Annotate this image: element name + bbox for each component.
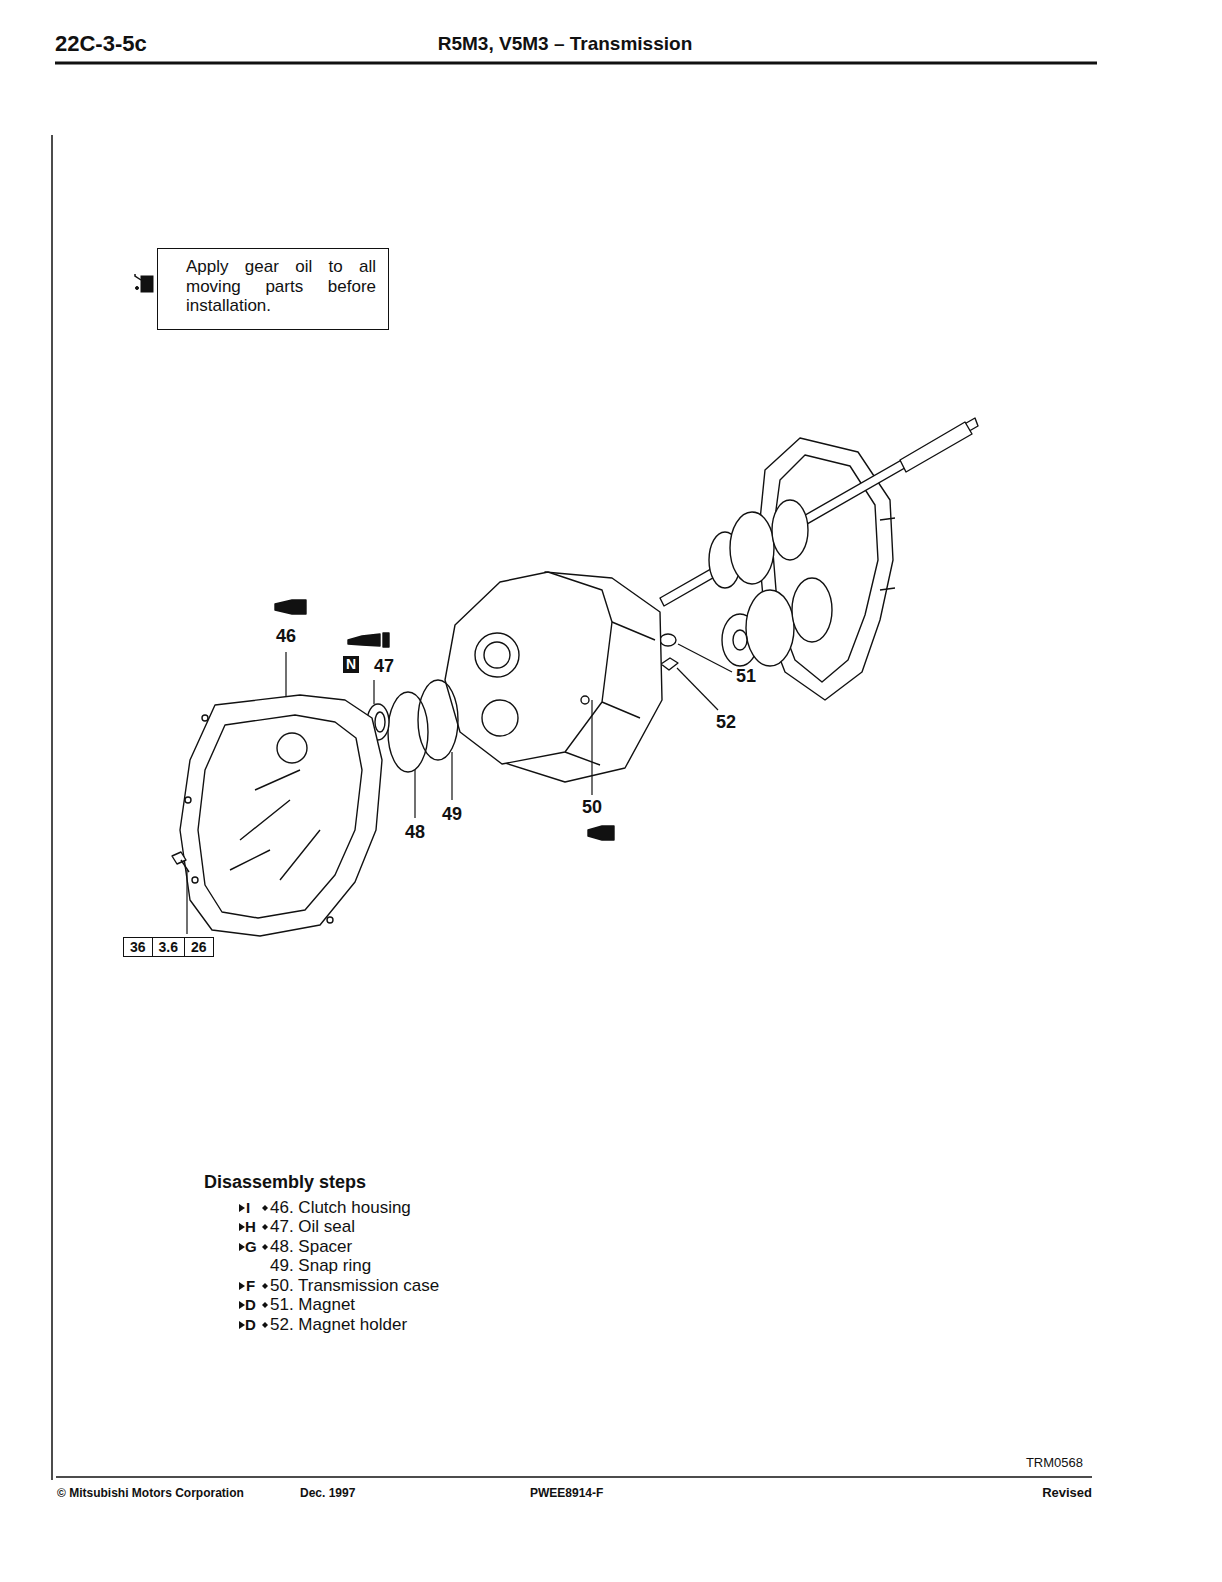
- figure-code: TRM0568: [1026, 1456, 1083, 1471]
- page-title: R5M3, V5M3 – Transmission: [438, 33, 693, 55]
- note-box: Apply gear oil to all moving parts befor…: [157, 248, 389, 330]
- step-marker: D: [245, 1316, 256, 1333]
- step-marker: D: [245, 1296, 256, 1313]
- magnet: [660, 634, 676, 646]
- transmission-case: [445, 572, 662, 782]
- step-item: 50. Transmission case: [270, 1276, 439, 1296]
- clutch-housing: [180, 695, 382, 936]
- torque-value: 36: [124, 938, 152, 956]
- new-part-badge: N: [343, 656, 359, 673]
- leader-lines: [187, 644, 732, 934]
- footer-rule: [56, 1476, 1092, 1478]
- step-marker: G: [245, 1238, 257, 1255]
- step-item: 47. Oil seal: [270, 1217, 355, 1237]
- note-text: Apply gear oil to all moving parts befor…: [186, 257, 376, 316]
- revision-note: Revised: [1042, 1486, 1092, 1501]
- step-item: 51. Magnet: [270, 1295, 355, 1315]
- page-number: 22C-3-5c: [55, 31, 147, 56]
- oil-symbol: [275, 600, 614, 840]
- step-marker: F: [246, 1277, 255, 1294]
- badge-letter: N: [346, 656, 356, 673]
- torque-box: 363.626: [123, 937, 214, 957]
- step-item: 46. Clutch housing: [270, 1198, 411, 1218]
- step-markers: [239, 1204, 268, 1329]
- callout-number: 50: [582, 797, 602, 818]
- callout-number: 49: [442, 804, 462, 825]
- frame-line: [51, 135, 53, 1480]
- callout-number: 46: [276, 626, 296, 647]
- oil-can-icon: [135, 274, 153, 292]
- magnet-holder: [661, 658, 678, 670]
- date: Dec. 1997: [300, 1487, 355, 1501]
- copyright: © Mitsubishi Motors Corporation: [57, 1487, 244, 1501]
- callout-number: 48: [405, 822, 425, 843]
- step-item: 48. Spacer: [270, 1237, 352, 1257]
- section-heading: Disassembly steps: [204, 1172, 366, 1193]
- gear-assembly: [660, 418, 978, 700]
- step-item: 49. Snap ring: [270, 1256, 371, 1276]
- step-item: 52. Magnet holder: [270, 1315, 407, 1335]
- spacer: [388, 692, 428, 772]
- bolt: [172, 852, 189, 872]
- document-code: PWEE8914-F: [530, 1487, 603, 1501]
- callout-number: 47: [374, 656, 394, 677]
- snap-ring: [418, 680, 458, 760]
- header-rule: [55, 62, 1097, 65]
- step-marker: I: [246, 1199, 250, 1216]
- torque-value: 3.6: [152, 938, 184, 956]
- torque-value: 26: [184, 938, 213, 956]
- callout-number: 52: [716, 712, 736, 733]
- callout-number: 51: [736, 666, 756, 687]
- step-marker: H: [245, 1218, 256, 1235]
